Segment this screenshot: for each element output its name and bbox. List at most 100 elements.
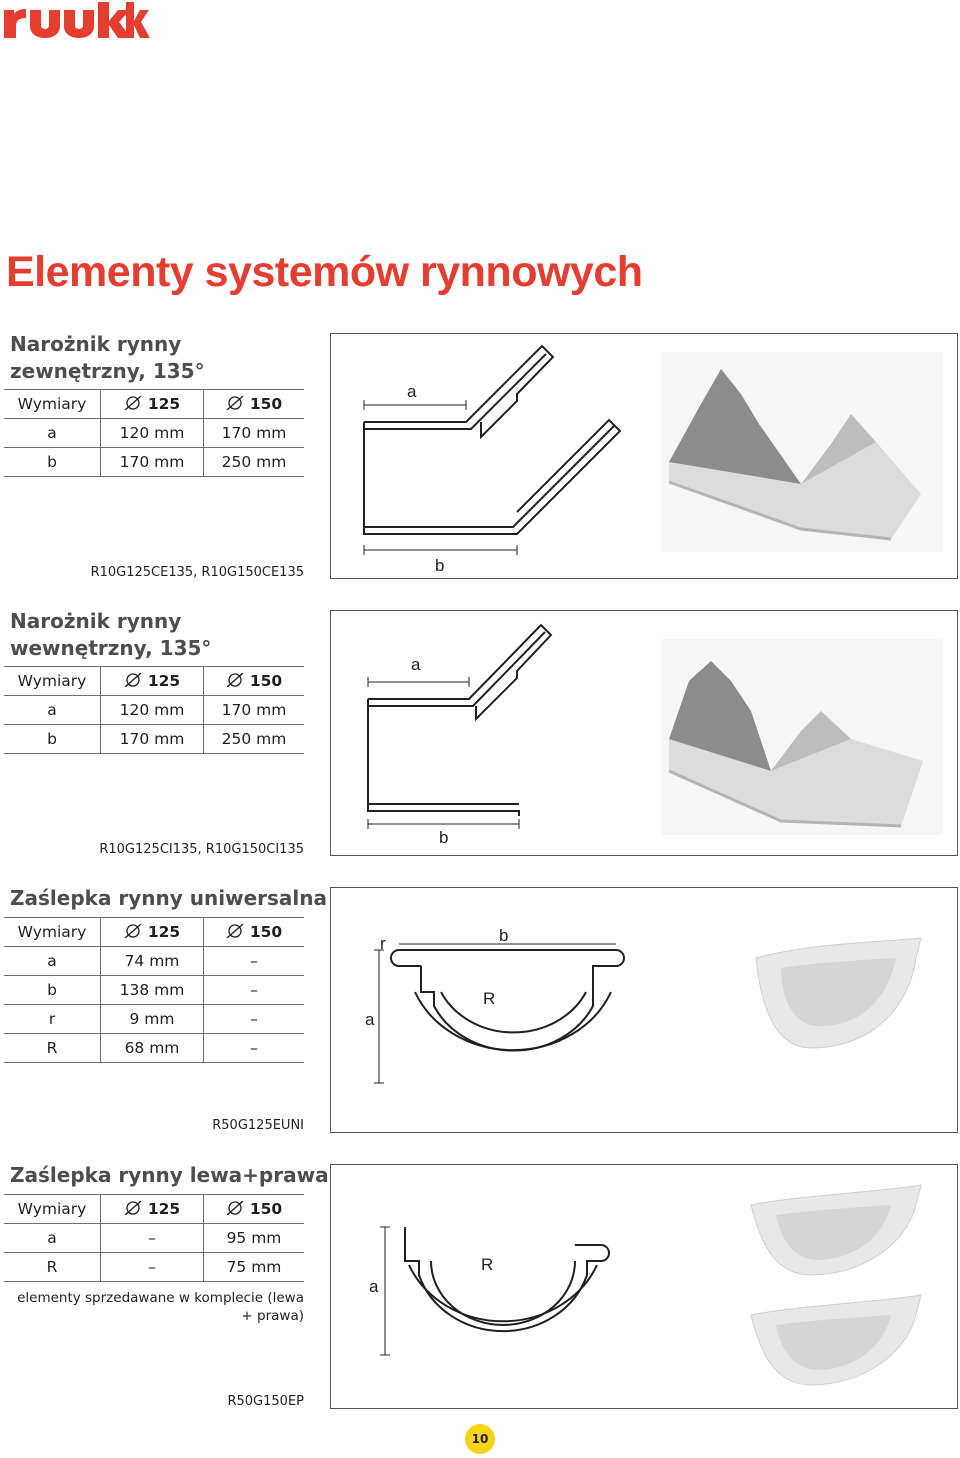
dimension-label-a: a [365,1010,375,1029]
table-row: a 74 mm – [4,946,304,976]
table-cell: 75 mm [203,1252,304,1282]
table-cell: 120 mm [100,695,204,725]
table-row: R – 75 mm [4,1252,304,1282]
dimension-label-b: b [435,556,445,575]
dimension-label-b: b [499,926,509,945]
page-title: Elementy systemów rynnowych [6,248,643,296]
dimension-label-a: a [407,382,417,401]
dimension-label-a: a [411,655,421,674]
table-header-row: Wymiary 125 150 [4,1194,304,1224]
table-cell: 120 mm [100,418,204,448]
table-cell: 68 mm [100,1033,204,1063]
drawing-frame: r b a R [330,887,958,1133]
table-row: r 9 mm – [4,1004,304,1034]
table-row: R 68 mm – [4,1033,304,1063]
dimensions-table: Wymiary 125 150 a 74 mm – b 138 mm – r 9… [4,917,304,1063]
gutter-photo [661,639,943,835]
section-title: Narożnik rynny zewnętrzny, 135° [10,332,205,383]
table-cell: 95 mm [203,1223,304,1253]
drawing-frame: a R [330,1164,958,1409]
table-cell: R [4,1033,101,1063]
header-cell: Wymiary [4,1194,101,1224]
header-cell: 150 [203,917,304,947]
table-cell: – [100,1223,204,1253]
table-cell: – [203,1033,304,1063]
table-cell: b [4,975,101,1005]
table-row: a 120 mm 170 mm [4,418,304,448]
table-row: a 120 mm 170 mm [4,695,304,725]
table-cell: – [203,975,304,1005]
dimensions-table: Wymiary 125 150 a – 95 mm R – 75 mm [4,1194,304,1282]
ruukki-logo [4,2,150,38]
table-header-row: Wymiary 125 150 [4,666,304,696]
product-code: R50G125EUNI [212,1118,304,1133]
product-code: R50G150EP [227,1394,304,1409]
table-cell: – [100,1252,204,1282]
header-cell: 125 [100,389,204,419]
gutter-photo [661,352,943,552]
header-cell: Wymiary [4,917,101,947]
table-cell: R [4,1252,101,1282]
diameter-icon [226,673,244,687]
dimension-label-r: r [380,934,386,953]
end-cap-pair-drawing [380,1184,922,1386]
table-cell: 74 mm [100,946,204,976]
diameter-icon [226,1201,244,1215]
table-cell: r [4,1004,101,1034]
dimension-label-R: R [481,1255,494,1274]
header-cell: 150 [203,666,304,696]
table-cell: 250 mm [203,447,304,477]
header-cell: 125 [100,1194,204,1224]
dimension-label-a: a [369,1277,379,1296]
page-number-badge: 10 [465,1424,495,1454]
header-cell: 125 [100,666,204,696]
drawing-frame: a b [330,610,958,856]
table-cell: – [203,1004,304,1034]
dimension-label-b: b [439,828,449,847]
diameter-icon [226,396,244,410]
diameter-icon [124,1201,142,1215]
table-row: b 170 mm 250 mm [4,447,304,477]
table-cell: 170 mm [100,447,204,477]
table-header-row: Wymiary 125 150 [4,389,304,419]
table-cell: 170 mm [203,695,304,725]
diameter-icon [124,396,142,410]
diameter-icon [226,924,244,938]
header-cell: 150 [203,389,304,419]
table-cell: 250 mm [203,724,304,754]
table-cell: a [4,418,101,448]
table-row: b 138 mm – [4,975,304,1005]
table-cell: a [4,1223,101,1253]
table-cell: b [4,724,101,754]
header-cell: Wymiary [4,389,101,419]
header-cell: Wymiary [4,666,101,696]
table-header-row: Wymiary 125 150 [4,917,304,947]
product-code: R10G125CE135, R10G150CE135 [90,565,304,580]
dimensions-table: Wymiary 125 150 a 120 mm 170 mm b 170 mm… [4,666,304,754]
section-title: Zaślepka rynny lewa+prawa [10,1163,329,1187]
table-cell: 138 mm [100,975,204,1005]
table-cell: – [203,946,304,976]
section-title: Zaślepka rynny uniwersalna [10,886,328,910]
end-cap-photo [755,937,922,1049]
corner-drawing [367,623,943,835]
table-cell: 170 mm [100,724,204,754]
table-cell: a [4,946,101,976]
table-cell: 9 mm [100,1004,204,1034]
end-cap-photo [750,1184,922,1386]
end-cap-drawing [374,937,922,1084]
dimension-label-R: R [483,989,496,1008]
dimensions-table: Wymiary 125 150 a 120 mm 170 mm b 170 mm… [4,389,304,477]
table-row: b 170 mm 250 mm [4,724,304,754]
table-row: a – 95 mm [4,1223,304,1253]
corner-drawing [363,344,943,555]
product-code: R10G125CI135, R10G150CI135 [99,842,304,857]
table-cell: a [4,695,101,725]
section-title: Narożnik rynny wewnętrzny, 135° [10,609,212,660]
table-cell: 170 mm [203,418,304,448]
table-cell: b [4,447,101,477]
note-text: elementy sprzedawane w komplecie (lewa +… [17,1290,304,1324]
header-cell: 125 [100,917,204,947]
drawing-frame: a b [330,333,958,579]
diameter-icon [124,924,142,938]
